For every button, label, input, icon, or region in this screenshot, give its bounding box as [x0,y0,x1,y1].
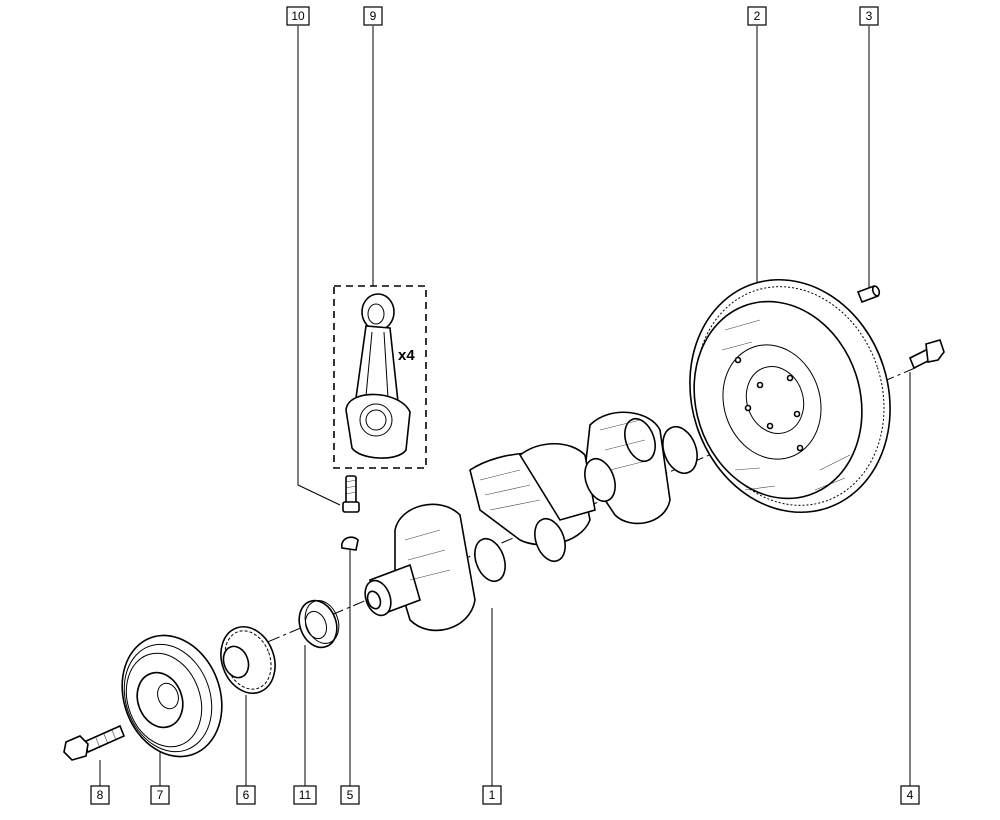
callout-6: 6 [236,785,256,805]
svg-text:11: 11 [299,788,312,802]
crankshaft-pulley [121,634,223,758]
crankshaft [364,411,698,632]
conrod-bolt [342,475,360,513]
callout-1: 1 [482,785,502,805]
pulley-bolt [63,724,126,761]
svg-text:10: 10 [291,9,305,23]
svg-text:3: 3 [866,9,873,23]
svg-text:2: 2 [754,9,761,23]
callout-8: 8 [90,785,110,805]
svg-text:4: 4 [907,788,914,802]
svg-text:5: 5 [347,788,354,802]
leader-10 [297,26,341,506]
callout-10: 10 [286,6,310,26]
svg-text:9: 9 [370,9,377,23]
callout-7: 7 [150,785,170,805]
callout-11: 11 [293,785,317,805]
callout-9: 9 [363,6,383,26]
connecting-rod-group-box [333,285,427,469]
callout-5: 5 [340,785,360,805]
crankshaft-seal [298,599,340,649]
callout-4: 4 [900,785,920,805]
svg-text:6: 6 [243,788,250,802]
woodruff-key [341,536,359,551]
svg-text:1: 1 [489,788,496,802]
callout-3: 3 [859,6,879,26]
timing-sprocket [220,626,276,694]
svg-text:8: 8 [97,788,104,802]
flywheel [689,278,891,514]
callout-boxes: 10 9 2 3 8 7 6 11 [90,6,920,805]
flywheel-bolt [908,339,945,370]
dowel-pin [856,284,881,304]
svg-text:7: 7 [157,788,164,802]
quantity-label: x4 [398,347,415,364]
callout-2: 2 [747,6,767,26]
connecting-rod [345,293,411,459]
